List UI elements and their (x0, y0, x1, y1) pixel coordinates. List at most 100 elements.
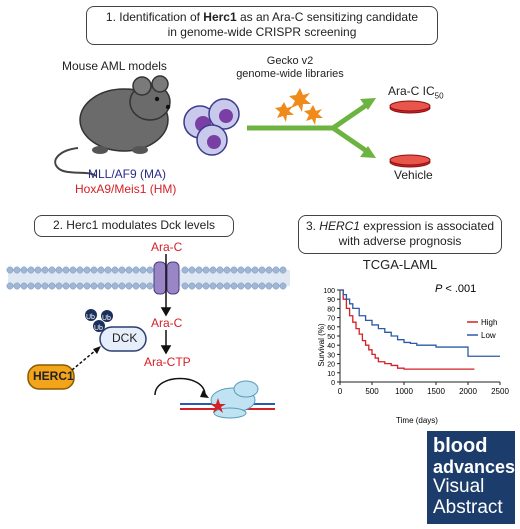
screening-fork-arrow (247, 98, 376, 158)
step3-line2: with adverse prognosis (338, 234, 462, 248)
y-tick-label: 50 (327, 334, 335, 341)
ub-label-1: Ub (86, 314, 95, 321)
lipid-head (125, 282, 133, 290)
step3-title-box: 3. HERC1 expression is associated with a… (298, 215, 502, 254)
lipid-head (34, 266, 42, 274)
lipid-head (76, 266, 84, 274)
lipid-head (251, 282, 259, 290)
dna-incorporation-illustration (154, 377, 275, 419)
lipid-head (76, 282, 84, 290)
cell-membrane (6, 266, 290, 290)
ic50-subscript: 50 (434, 91, 444, 101)
lipid-head (20, 282, 28, 290)
gecko-virus-icons (275, 88, 323, 125)
lipid-head (272, 282, 280, 290)
lipid-head (97, 266, 105, 274)
logo-word-advances: advances (433, 457, 516, 477)
hm-label: HoxA9/Meis1 (HM) (75, 182, 177, 196)
aml-cells (183, 98, 240, 156)
ic50-label: Ara-C IC50 (388, 85, 444, 102)
lipid-head (237, 266, 245, 274)
lipid-head (69, 282, 77, 290)
lipid-head (195, 282, 203, 290)
ara-ctp-label: Ara-CTP (144, 355, 191, 369)
step3-line1-num: 3. (305, 219, 320, 233)
lipid-head (13, 282, 21, 290)
x-tick-label: 0 (338, 387, 343, 396)
lipid-head (6, 266, 14, 274)
lipid-head (223, 266, 231, 274)
legend-label-low: Low (481, 331, 496, 340)
vehicle-label: Vehicle (394, 168, 433, 182)
step3-line1-post: expression is associated (359, 219, 495, 233)
y-tick-label: 0 (331, 380, 335, 387)
lipid-head (188, 282, 196, 290)
lipid-head (83, 282, 91, 290)
lipid-head (223, 282, 231, 290)
lipid-head (209, 266, 217, 274)
lipid-head (132, 266, 140, 274)
x-tick-label: 1000 (395, 387, 413, 396)
ma-label: MLL/AF9 (MA) (88, 167, 167, 181)
lipid-head (90, 282, 98, 290)
lipid-head (146, 266, 154, 274)
x-tick-label: 2500 (491, 387, 509, 396)
step1-line2: in genome-wide CRISPR screening (167, 25, 357, 39)
logo-word-abstract: Abstract (433, 497, 503, 518)
x-tick-label: 2000 (459, 387, 477, 396)
chart-title: TCGA-LAML (362, 257, 438, 272)
lipid-head (27, 266, 35, 274)
gecko-line1: Gecko v2 (266, 55, 314, 67)
ara-c-extracellular-label: Ara-C (151, 240, 183, 254)
lipid-head (118, 282, 126, 290)
p-value-annotation: P < .001 (435, 283, 476, 295)
lipid-head (181, 282, 189, 290)
y-tick-label: 20 (327, 362, 335, 369)
lipid-head (41, 266, 49, 274)
ara-c-intracellular-label: Ara-C (151, 316, 183, 330)
blood-advances-logo: blood advances Visual Abstract (427, 431, 515, 524)
lipid-head (195, 266, 203, 274)
dck-icon (99, 326, 147, 352)
lipid-head (55, 282, 63, 290)
y-axis-label: Survival (%) (317, 323, 326, 366)
y-tick-label: 90 (327, 297, 335, 304)
km-curve-low (340, 289, 500, 357)
step1-herc1-bold: Herc1 (203, 10, 237, 24)
lipid-head (258, 282, 266, 290)
lipid-head (34, 282, 42, 290)
y-tick-label: 80 (327, 306, 335, 313)
step2-title: 2. Herc1 modulates Dck levels (52, 218, 216, 232)
mouse-illustration (54, 75, 171, 177)
lipid-head (216, 266, 224, 274)
lipid-head (111, 282, 119, 290)
lipid-head (27, 282, 35, 290)
lipid-head (132, 282, 140, 290)
herc1-label: HERC1 (33, 369, 74, 383)
x-tick-label: 500 (365, 387, 379, 396)
lipid-head (118, 266, 126, 274)
x-axis-label: Time (days) (396, 416, 438, 425)
x-tick-label: 1500 (427, 387, 445, 396)
step2-illustration (6, 254, 290, 419)
lipid-head (104, 282, 112, 290)
lipid-head (209, 282, 217, 290)
lipid-head (188, 266, 196, 274)
lipid-head (62, 266, 70, 274)
lipid-head (244, 266, 252, 274)
lipid-head (279, 282, 287, 290)
y-tick-label: 40 (327, 343, 335, 350)
lipid-head (125, 266, 133, 274)
lipid-head (244, 282, 252, 290)
ic50-dish (389, 100, 431, 114)
step1-line1-post: as an Ara-C sensitizing candidate (236, 10, 419, 24)
km-curve-high (340, 289, 475, 370)
gecko-line2: genome-wide libraries (236, 68, 344, 80)
lipid-head (230, 266, 238, 274)
lipid-head (216, 282, 224, 290)
lipid-head (146, 282, 154, 290)
chart-series (340, 289, 500, 370)
logo-word-visual: Visual (433, 476, 485, 497)
